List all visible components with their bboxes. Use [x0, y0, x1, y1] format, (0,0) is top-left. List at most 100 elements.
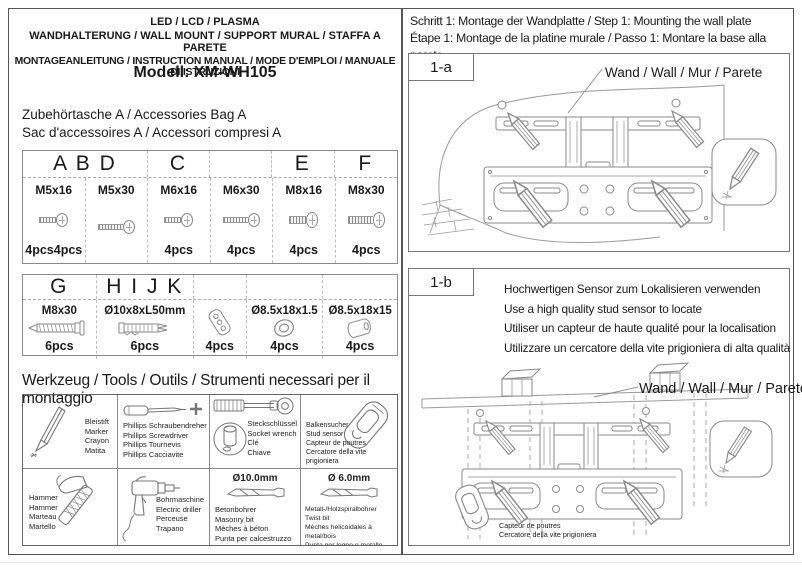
part-label: M8x30 — [41, 305, 77, 317]
part-label: M5x16 — [35, 183, 73, 197]
tool-name: Phillips Screwdriver — [123, 430, 189, 440]
sensor-label: Cercatore della vite prigioniera — [499, 530, 597, 540]
part-qty: 4pcs — [227, 243, 256, 257]
washer-icon — [274, 319, 295, 337]
screw-icon — [164, 211, 194, 229]
screw-icon — [347, 211, 385, 229]
part-cell-m6x30: M6x30 4pcs — [211, 178, 273, 263]
tool-names: Metall-/Holzspiralbohrer Twist bit Mèche… — [305, 505, 397, 545]
part-qty: 4pcs — [345, 339, 375, 353]
part-label: M6x30 — [222, 183, 260, 197]
tool-name: Betonbohrer — [215, 505, 257, 514]
tool-cell-stud-sensor: Balkensucher Stud sensor Capteur de pout… — [301, 395, 397, 468]
part-cell-m5x30: M5x30 — [86, 178, 148, 263]
parts-row: M8x30 6pcs — [23, 300, 397, 359]
tools-row-1: Bleistift Marker Crayon Matita — [23, 395, 397, 469]
bit-size: Ø 6.0mm — [327, 473, 371, 484]
tool-name: Bohrmaschine — [156, 495, 204, 504]
part-cell-m8x16: M8x16 4pcs — [273, 178, 336, 263]
part-qty: 4pcs4pcs — [25, 243, 83, 257]
letter-header-e: E — [272, 151, 335, 177]
column-divider — [401, 8, 403, 555]
part-cell-m5x16: M5x16 4pcs4pcs — [23, 178, 86, 263]
stud-locating-illustration — [421, 362, 773, 539]
letter-header-f: F — [358, 152, 374, 175]
tool-name: Bleistift — [84, 417, 109, 426]
letter-header-blank — [247, 275, 324, 299]
part-cell-wall-anchor: Ø10x8xL50mm 6pcs — [97, 300, 194, 359]
part-label: Ø8.5x18x1.5 — [251, 305, 318, 317]
tool-name: Metall-/Holzspiralbohrer — [305, 506, 377, 513]
step-tag-1a: 1-a — [408, 53, 474, 81]
tools-table: Bleistift Marker Crayon Matita — [22, 394, 398, 546]
part-cell-m8x30: M8x30 4pcs — [336, 178, 398, 263]
tool-name: Stud sensor — [306, 431, 344, 438]
drill-bit-icon — [226, 487, 285, 498]
wall-label: Wand / Wall / Mur / Parete — [605, 65, 763, 80]
tool-name: Socket wrench — [247, 428, 297, 438]
accessories-table-2: G H I J K M8x30 — [22, 274, 398, 359]
manual-title: LED / LCD / PLASMA WANDHALTERUNG / WALL … — [10, 16, 400, 78]
tool-name: Clé — [247, 438, 259, 447]
tool-name: Steckschlüssel — [247, 419, 297, 428]
page-bottom-edge — [0, 562, 802, 563]
tool-name: Matita — [84, 445, 106, 455]
tool-name: Punta per legno e metallo — [305, 541, 397, 545]
electric-drill-icon — [122, 476, 180, 542]
model-number: Modell: XM-WH105 — [133, 64, 277, 81]
lag-screw-icon — [28, 320, 85, 336]
stud-sensor-icon — [343, 401, 389, 449]
stud-sensor-instructions: Hochwertigen Sensor zum Lokalisieren ver… — [504, 280, 790, 358]
screw-icon — [289, 211, 319, 229]
tool-name: Marker — [84, 426, 109, 436]
tool-names: Betonbohrer Masonry bit Mèches à béton P… — [215, 505, 291, 543]
tool-name: Crayon — [84, 436, 109, 445]
letters-row: G H I J K — [23, 275, 397, 300]
part-qty: 6pcs — [130, 339, 160, 353]
accessories-table-1: A B D C E F M5x16 4pcs4pcs M5x30 M6x16 4… — [22, 150, 398, 264]
tool-name: Hammer — [29, 493, 58, 502]
instruction-line: Utilizzare un cercatore della vite prigi… — [504, 340, 790, 355]
part-cell-spacer-tube: Ø8.5x18x15 4pcs — [323, 300, 397, 359]
tool-name: Perceuse — [156, 514, 188, 523]
part-qty: 4pcs — [352, 243, 381, 257]
tool-name: Phillips Cacciavite — [123, 449, 184, 459]
wall-plate-marking-illustration — [421, 68, 777, 243]
hammer-icon — [56, 474, 93, 525]
tool-name: Capteur de poutres — [306, 440, 366, 447]
tool-name: Mèches à béton — [215, 524, 269, 533]
title-line-3: MONTAGEANLEITUNG / INSTRUCTION MANUAL / … — [14, 56, 396, 78]
tool-cell-screwdriver: Phillips Schraubendreher Phillips Screwd… — [118, 395, 210, 468]
tool-cell-pencil: Bleistift Marker Crayon Matita — [23, 395, 118, 468]
title-line-1: LED / LCD / PLASMA — [150, 16, 260, 28]
screw-icon — [39, 211, 69, 229]
part-cell-spacer-plate: 4pcs — [194, 300, 247, 359]
tool-name: Masonry bit — [215, 514, 254, 524]
tool-names: Balkensucher Stud sensor Capteur de pout… — [306, 421, 397, 466]
part-qty: 4pcs — [289, 243, 319, 257]
pencil-icon — [30, 406, 66, 458]
tool-name: Mèches helicoidales à metal/bois — [305, 524, 372, 540]
parts-row: M5x16 4pcs4pcs M5x30 M6x16 4pcs M6x30 4p… — [23, 178, 397, 263]
step1-heading: Schritt 1: Montage der Wandplatte / Step… — [410, 13, 796, 64]
tool-name: Martello — [29, 521, 56, 531]
tool-names: Bleistift Marker Crayon Matita — [85, 417, 109, 455]
letter-header-abd: A B D — [23, 151, 148, 177]
part-label: Ø8.5x18x15 — [328, 305, 392, 317]
sensor-label: Capteur de poutres — [499, 520, 561, 530]
phillips-screwdriver-icon — [123, 403, 202, 416]
title-line-2: WANDHALTERUNG / WALL MOUNT / SUPPORT MUR… — [29, 30, 381, 54]
tool-name: Cercatore della vite prigioniera — [306, 449, 367, 465]
tool-names: Hammer Hammer Marteau Martello — [29, 493, 58, 531]
drill-bit-icon — [319, 487, 378, 498]
accessories-heading-line2: Sac d'accessoires A / Accessori compresi… — [22, 125, 282, 140]
part-label: M5x30 — [97, 183, 135, 197]
letter-header-g: G — [23, 275, 97, 299]
tool-cell-hammer: Hammer Hammer Marteau Martello — [23, 469, 118, 545]
screw-icon — [97, 218, 135, 236]
letter-header-hijk: H I J K — [97, 275, 194, 299]
part-label: M6x16 — [160, 183, 198, 197]
part-qty: 4pcs — [205, 339, 235, 353]
tool-name: Twist bit — [305, 515, 330, 522]
